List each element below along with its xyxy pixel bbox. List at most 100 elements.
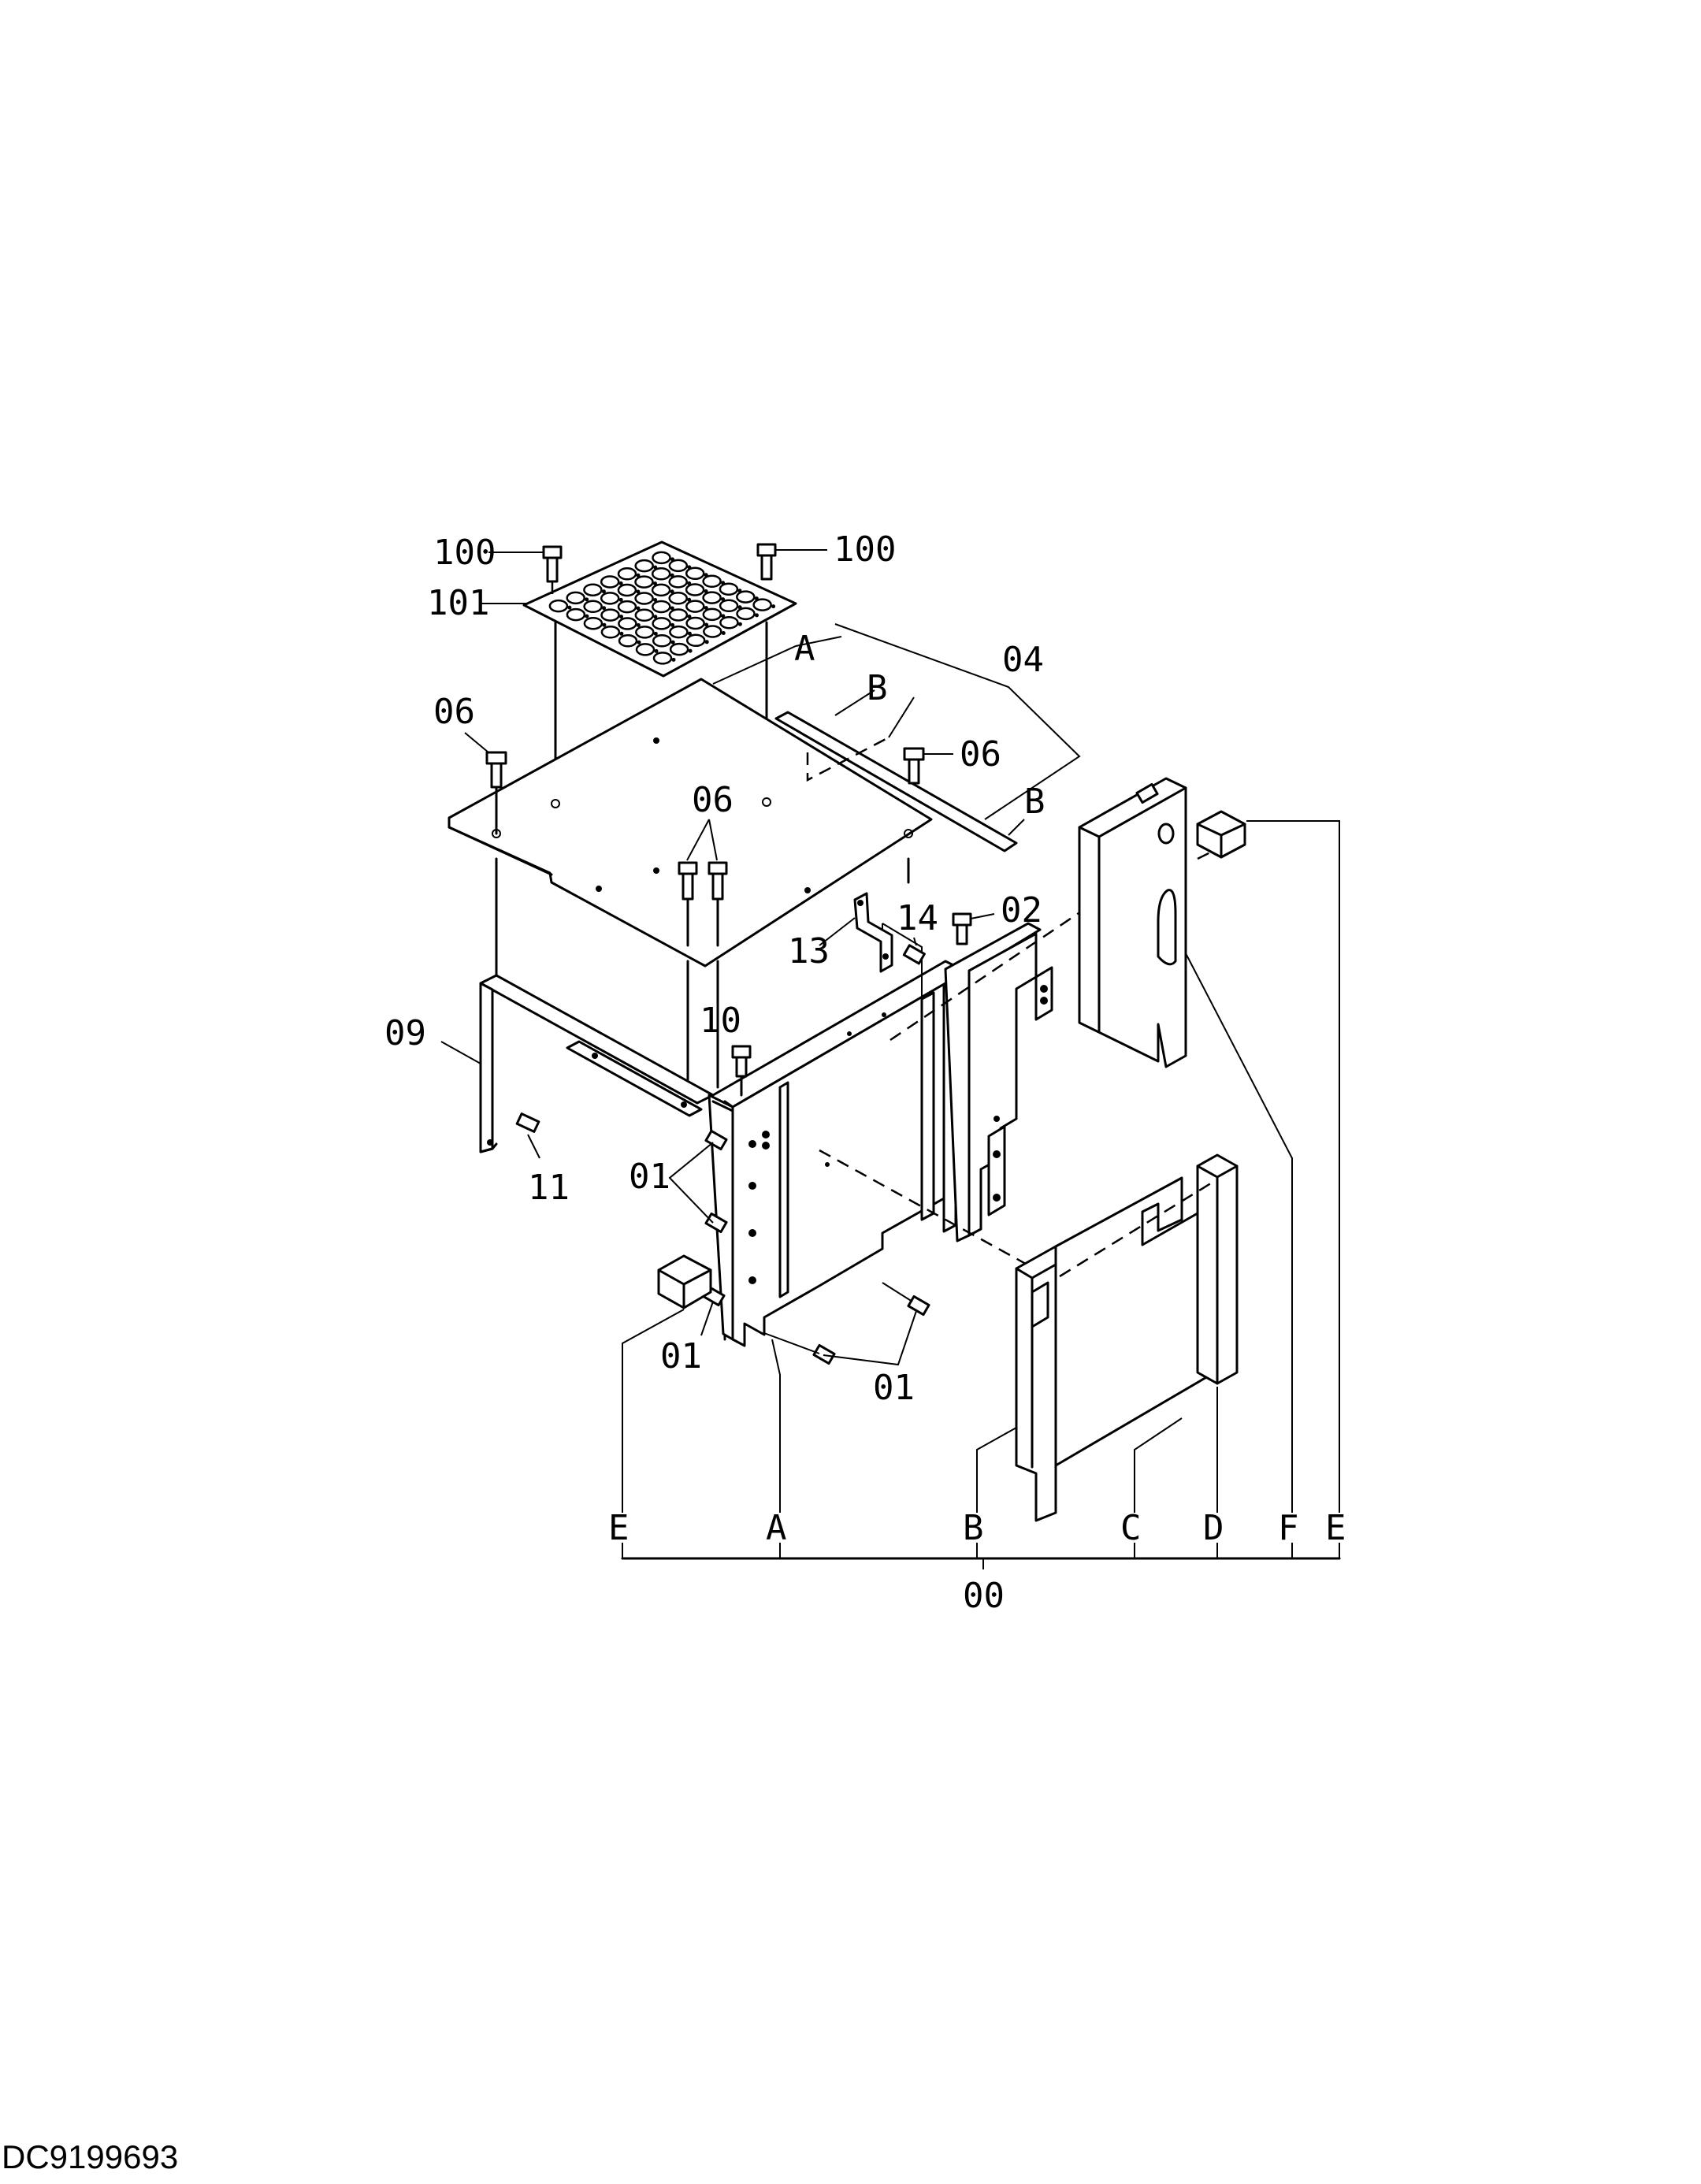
- plate-dot: [602, 622, 607, 627]
- plate-dot: [671, 657, 676, 662]
- plate-hole: [652, 634, 672, 648]
- callout-14: 14: [897, 898, 938, 938]
- plate-dot: [688, 648, 693, 653]
- callout-06-left: 06: [433, 692, 475, 732]
- plate-dot: [721, 631, 726, 635]
- plate-hole: [736, 590, 756, 604]
- bolt-06-left: [464, 732, 507, 835]
- callout-09: 09: [384, 1013, 426, 1053]
- ref-e-bottom-right: E: [1325, 1508, 1346, 1548]
- plate-hole: [719, 615, 739, 630]
- plate-dot: [670, 640, 675, 644]
- plate-dot: [636, 606, 641, 611]
- callout-04: 04: [1002, 640, 1044, 680]
- plate-hole: [651, 567, 671, 581]
- pad-e-right: [1196, 810, 1340, 1513]
- plate-dot: [755, 613, 759, 618]
- callout-100-right: 100: [834, 529, 896, 570]
- cover-plate-04: [448, 678, 933, 968]
- plate-hole: [652, 652, 673, 665]
- plate-hole: [668, 575, 688, 589]
- reference-bracket-00: [621, 1339, 1341, 1569]
- plate-hole: [736, 607, 756, 621]
- plate-hole: [617, 567, 637, 581]
- plate-hole: [685, 600, 705, 613]
- plate-hole: [600, 626, 621, 639]
- plate-dot: [618, 581, 623, 585]
- plate-hole: [566, 607, 586, 622]
- ref-f-bottom: F: [1278, 1508, 1299, 1548]
- plate-hole: [685, 616, 705, 630]
- plate-hole: [583, 583, 603, 596]
- plate-hole: [652, 600, 671, 614]
- plate-dot: [654, 648, 659, 653]
- callout-labels: 100 100 101 06 06 06 04 02 13 14 10 09 1…: [384, 529, 1346, 1616]
- bolt-01-lower-right: [763, 1282, 930, 1366]
- callout-13: 13: [788, 931, 830, 971]
- callout-01-lower-right: 01: [873, 1368, 915, 1408]
- hidden-line: [806, 735, 891, 782]
- plate-hole: [702, 574, 722, 589]
- plate-dot: [687, 631, 692, 636]
- perforated-plate-101: [522, 540, 797, 678]
- callout-00: 00: [963, 1576, 1005, 1616]
- plate-dot: [618, 597, 623, 602]
- plate-dot: [585, 597, 589, 602]
- plate-hole: [652, 617, 671, 630]
- leader-b-split: [888, 696, 915, 738]
- plate-hole: [719, 599, 739, 613]
- plate-hole: [617, 583, 637, 597]
- plate-hole: [703, 625, 722, 638]
- plate-dot: [636, 589, 641, 594]
- plate-hole: [668, 559, 689, 573]
- plate-dot: [636, 623, 641, 627]
- leader-b: [834, 689, 875, 716]
- plate-dot: [602, 606, 607, 611]
- callout-06-right: 06: [960, 734, 1001, 774]
- ref-d-bottom: D: [1203, 1508, 1224, 1548]
- ref-b-right: B: [1024, 782, 1045, 822]
- plate-hole: [600, 592, 620, 605]
- plate-hole: [702, 607, 722, 622]
- plate-dot: [653, 615, 658, 619]
- callout-100-left: 100: [433, 533, 496, 573]
- callout-06-pair: 06: [692, 780, 734, 820]
- plate-hole: [668, 592, 688, 605]
- frame-09: [440, 974, 715, 1153]
- plate-hole: [685, 633, 706, 648]
- side-panel-bcd: [976, 1153, 1239, 1522]
- plate-holes: [548, 551, 776, 665]
- plate-hole: [635, 626, 655, 639]
- plate-dot: [585, 614, 589, 618]
- plate-dot: [601, 589, 606, 594]
- bolt-01-group-upper: [668, 1129, 728, 1234]
- plate-hole: [617, 600, 637, 614]
- pad-e-left: [622, 1254, 712, 1513]
- plate-hole: [652, 551, 671, 565]
- plate-dot: [670, 622, 675, 627]
- plate-dot: [619, 615, 623, 619]
- plate-hole: [618, 617, 637, 630]
- bolt-100-left: [488, 545, 563, 599]
- side-panel-f: [1078, 777, 1293, 1513]
- plate-dot: [687, 615, 692, 618]
- plate-hole: [583, 600, 603, 614]
- plate-dot: [653, 598, 658, 602]
- bolt-14: [902, 937, 926, 965]
- bracket-13: [819, 892, 893, 973]
- ref-a-bottom: A: [766, 1508, 787, 1548]
- plate-dot: [704, 622, 709, 627]
- plate-dot: [567, 605, 572, 610]
- plate-hole: [600, 608, 620, 622]
- main-housing: [708, 922, 1053, 1347]
- plate-hole: [719, 582, 739, 596]
- ref-e-bottom-left: E: [608, 1508, 630, 1548]
- plate-hole: [685, 583, 705, 596]
- plate-hole: [669, 642, 689, 656]
- leader-b2: [1008, 819, 1025, 836]
- plate-dot: [653, 631, 658, 636]
- bolt-11: [515, 1112, 540, 1159]
- plate-hole: [548, 599, 569, 613]
- plate-hole: [618, 634, 638, 648]
